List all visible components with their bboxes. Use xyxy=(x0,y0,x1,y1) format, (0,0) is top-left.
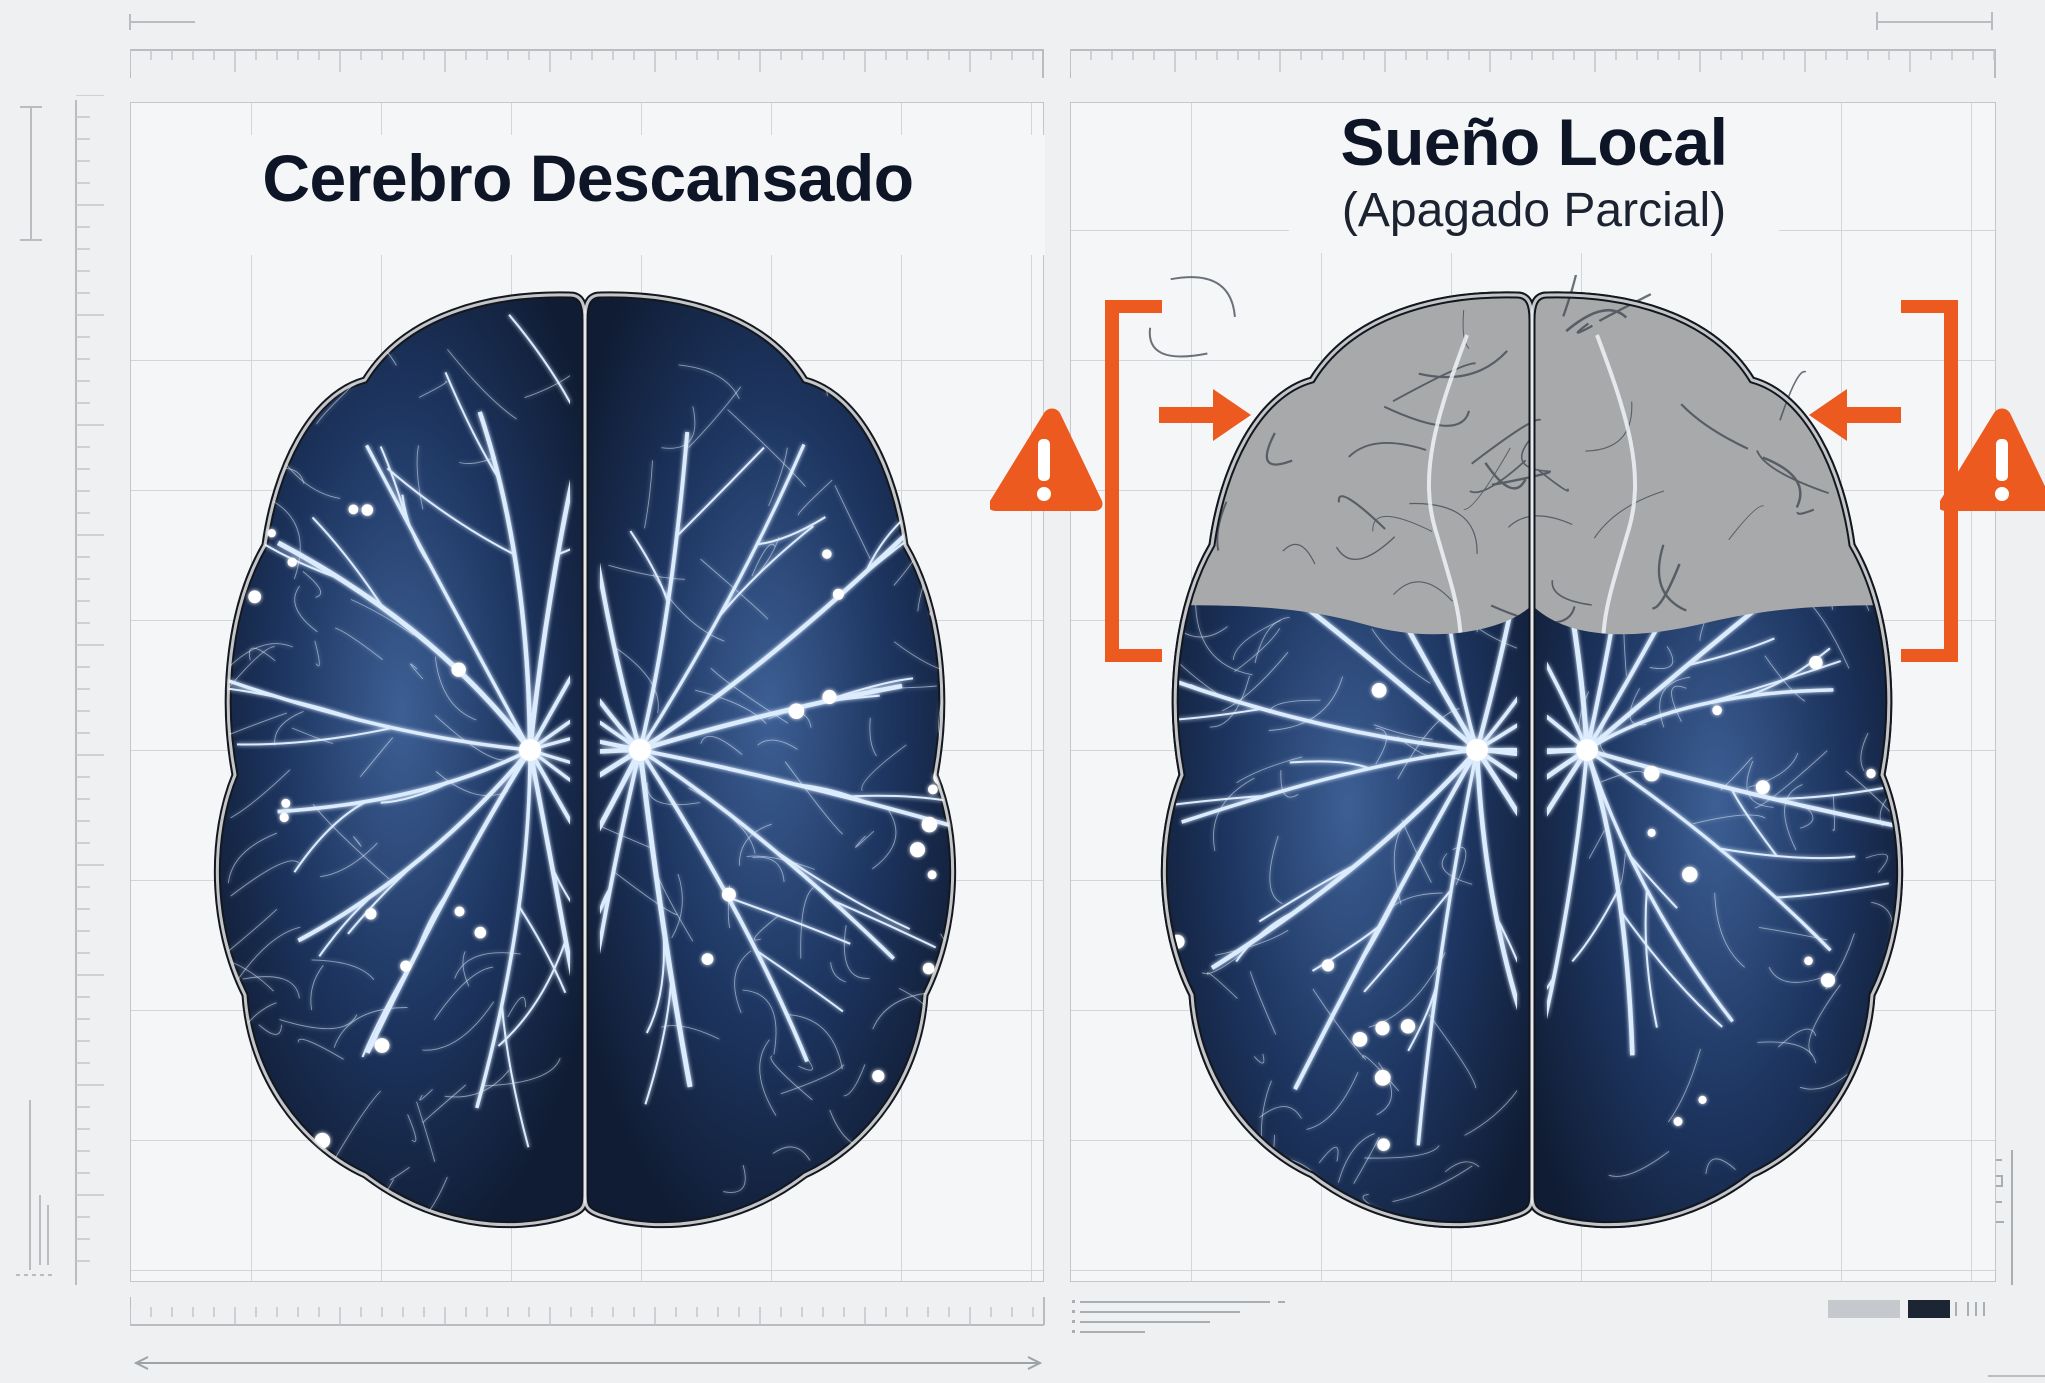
bottom-right-legend-marks xyxy=(1072,1300,2045,1377)
arrow-left-icon xyxy=(1809,389,1901,441)
top-ruler-right xyxy=(1070,49,1996,78)
right-panel-subtitle: (Apagado Parcial) xyxy=(1341,184,1727,237)
top-ruler-left xyxy=(130,49,1044,78)
left-panel-title: Cerebro Descansado xyxy=(262,141,914,215)
right-title-box: Sueño Local (Apagado Parcial) xyxy=(1289,103,1779,253)
right-warning-icon xyxy=(1940,408,2045,511)
arrow-right-icon xyxy=(1159,389,1251,441)
bottom-ruler xyxy=(130,1297,1045,1370)
left-ruler xyxy=(16,95,104,1285)
right-brain-illustration xyxy=(1148,275,1904,1229)
left-brain-illustration xyxy=(213,291,957,1229)
top-corner-marks xyxy=(129,12,1993,30)
right-panel-title: Sueño Local xyxy=(1340,105,1728,179)
left-title-box: Cerebro Descansado xyxy=(131,135,1045,255)
bracket-right-icon xyxy=(1901,300,1958,662)
left-warning-icon xyxy=(990,408,1103,511)
bracket-left-icon xyxy=(1105,300,1162,662)
right-edge-marks xyxy=(1993,1150,2013,1285)
